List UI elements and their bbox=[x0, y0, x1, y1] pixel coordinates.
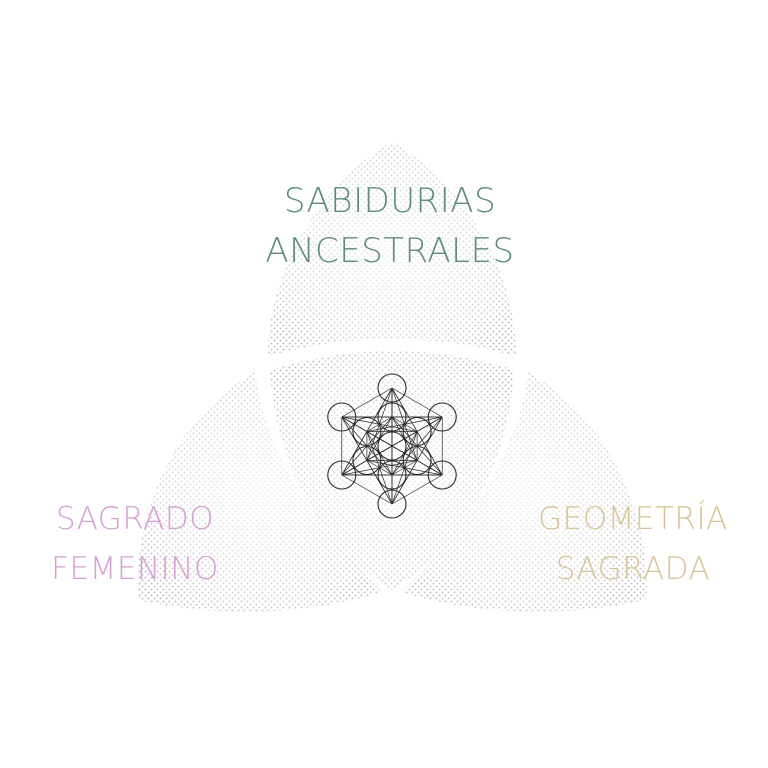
cube-circle bbox=[377, 402, 407, 432]
lobe-top bbox=[268, 142, 516, 356]
lobe-right bbox=[402, 372, 647, 612]
label-geometria-sagrada: GEOMETRÍA SAGRADA bbox=[518, 494, 748, 594]
cube-circle bbox=[402, 416, 432, 447]
label-left-line1: SAGRADO bbox=[55, 501, 215, 537]
metatrons-cube-icon bbox=[327, 373, 457, 519]
cube-line bbox=[341, 474, 393, 505]
label-sagrado-femenino: SAGRADO FEMENINO bbox=[20, 494, 250, 594]
cube-circle bbox=[327, 460, 357, 490]
cube-circle bbox=[427, 402, 457, 432]
cube-circle bbox=[377, 489, 407, 519]
cube-line bbox=[391, 474, 443, 505]
cube-line bbox=[341, 387, 393, 418]
cube-circle bbox=[402, 445, 432, 476]
label-top-line2: ANCESTRALES bbox=[265, 231, 515, 271]
cube-circle bbox=[377, 460, 407, 490]
cube-circle bbox=[377, 431, 407, 461]
cube-circle bbox=[427, 460, 457, 490]
cube-circle bbox=[377, 373, 407, 403]
label-sabidurias-ancestrales: SABIDURIAS ANCESTRALES bbox=[200, 176, 580, 276]
label-right-line2: SAGRADA bbox=[555, 551, 711, 587]
label-right-line1: GEOMETRÍA bbox=[538, 501, 728, 537]
cube-circle bbox=[327, 402, 357, 432]
label-left-line2: FEMENINO bbox=[51, 551, 219, 587]
cube-circle bbox=[352, 445, 382, 476]
cube-line bbox=[391, 387, 443, 418]
cube-circle bbox=[352, 416, 382, 447]
label-top-line1: SABIDURIAS bbox=[283, 181, 497, 221]
lobe-left bbox=[137, 372, 382, 612]
